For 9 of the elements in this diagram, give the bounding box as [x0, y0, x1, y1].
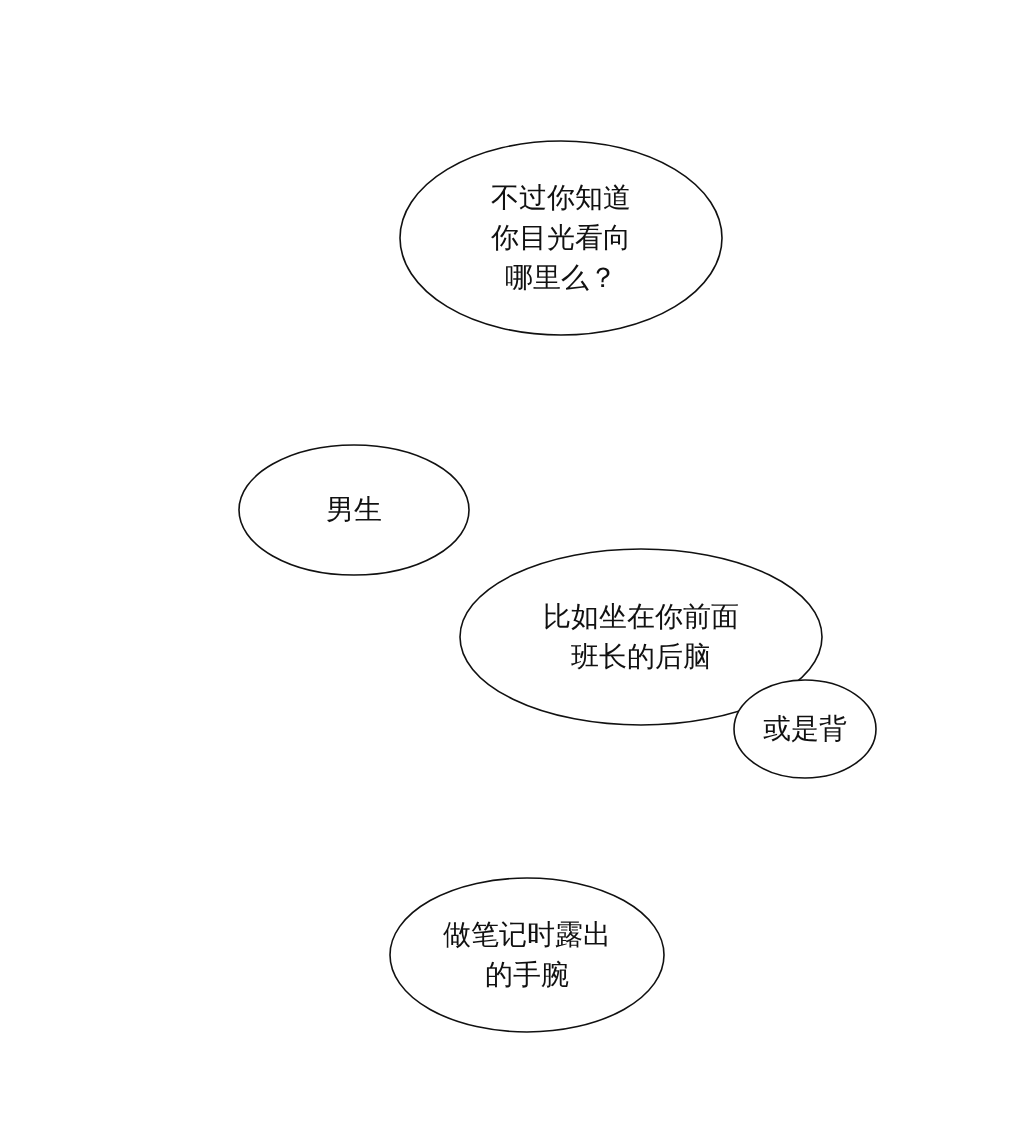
bubble-text: 比如坐在你前面班长的后脑: [542, 599, 740, 675]
bubble-text: 做笔记时露出的手腕: [442, 917, 612, 993]
speech-bubble: [733, 679, 877, 779]
speech-bubble: [238, 444, 470, 576]
bubble-text: 或是背: [762, 711, 848, 747]
speech-bubble: [399, 140, 723, 336]
speech-bubble: [389, 877, 665, 1033]
bubble-text: 男生: [325, 492, 383, 528]
bubble-text: 不过你知道你目光看向哪里么？: [491, 180, 631, 296]
